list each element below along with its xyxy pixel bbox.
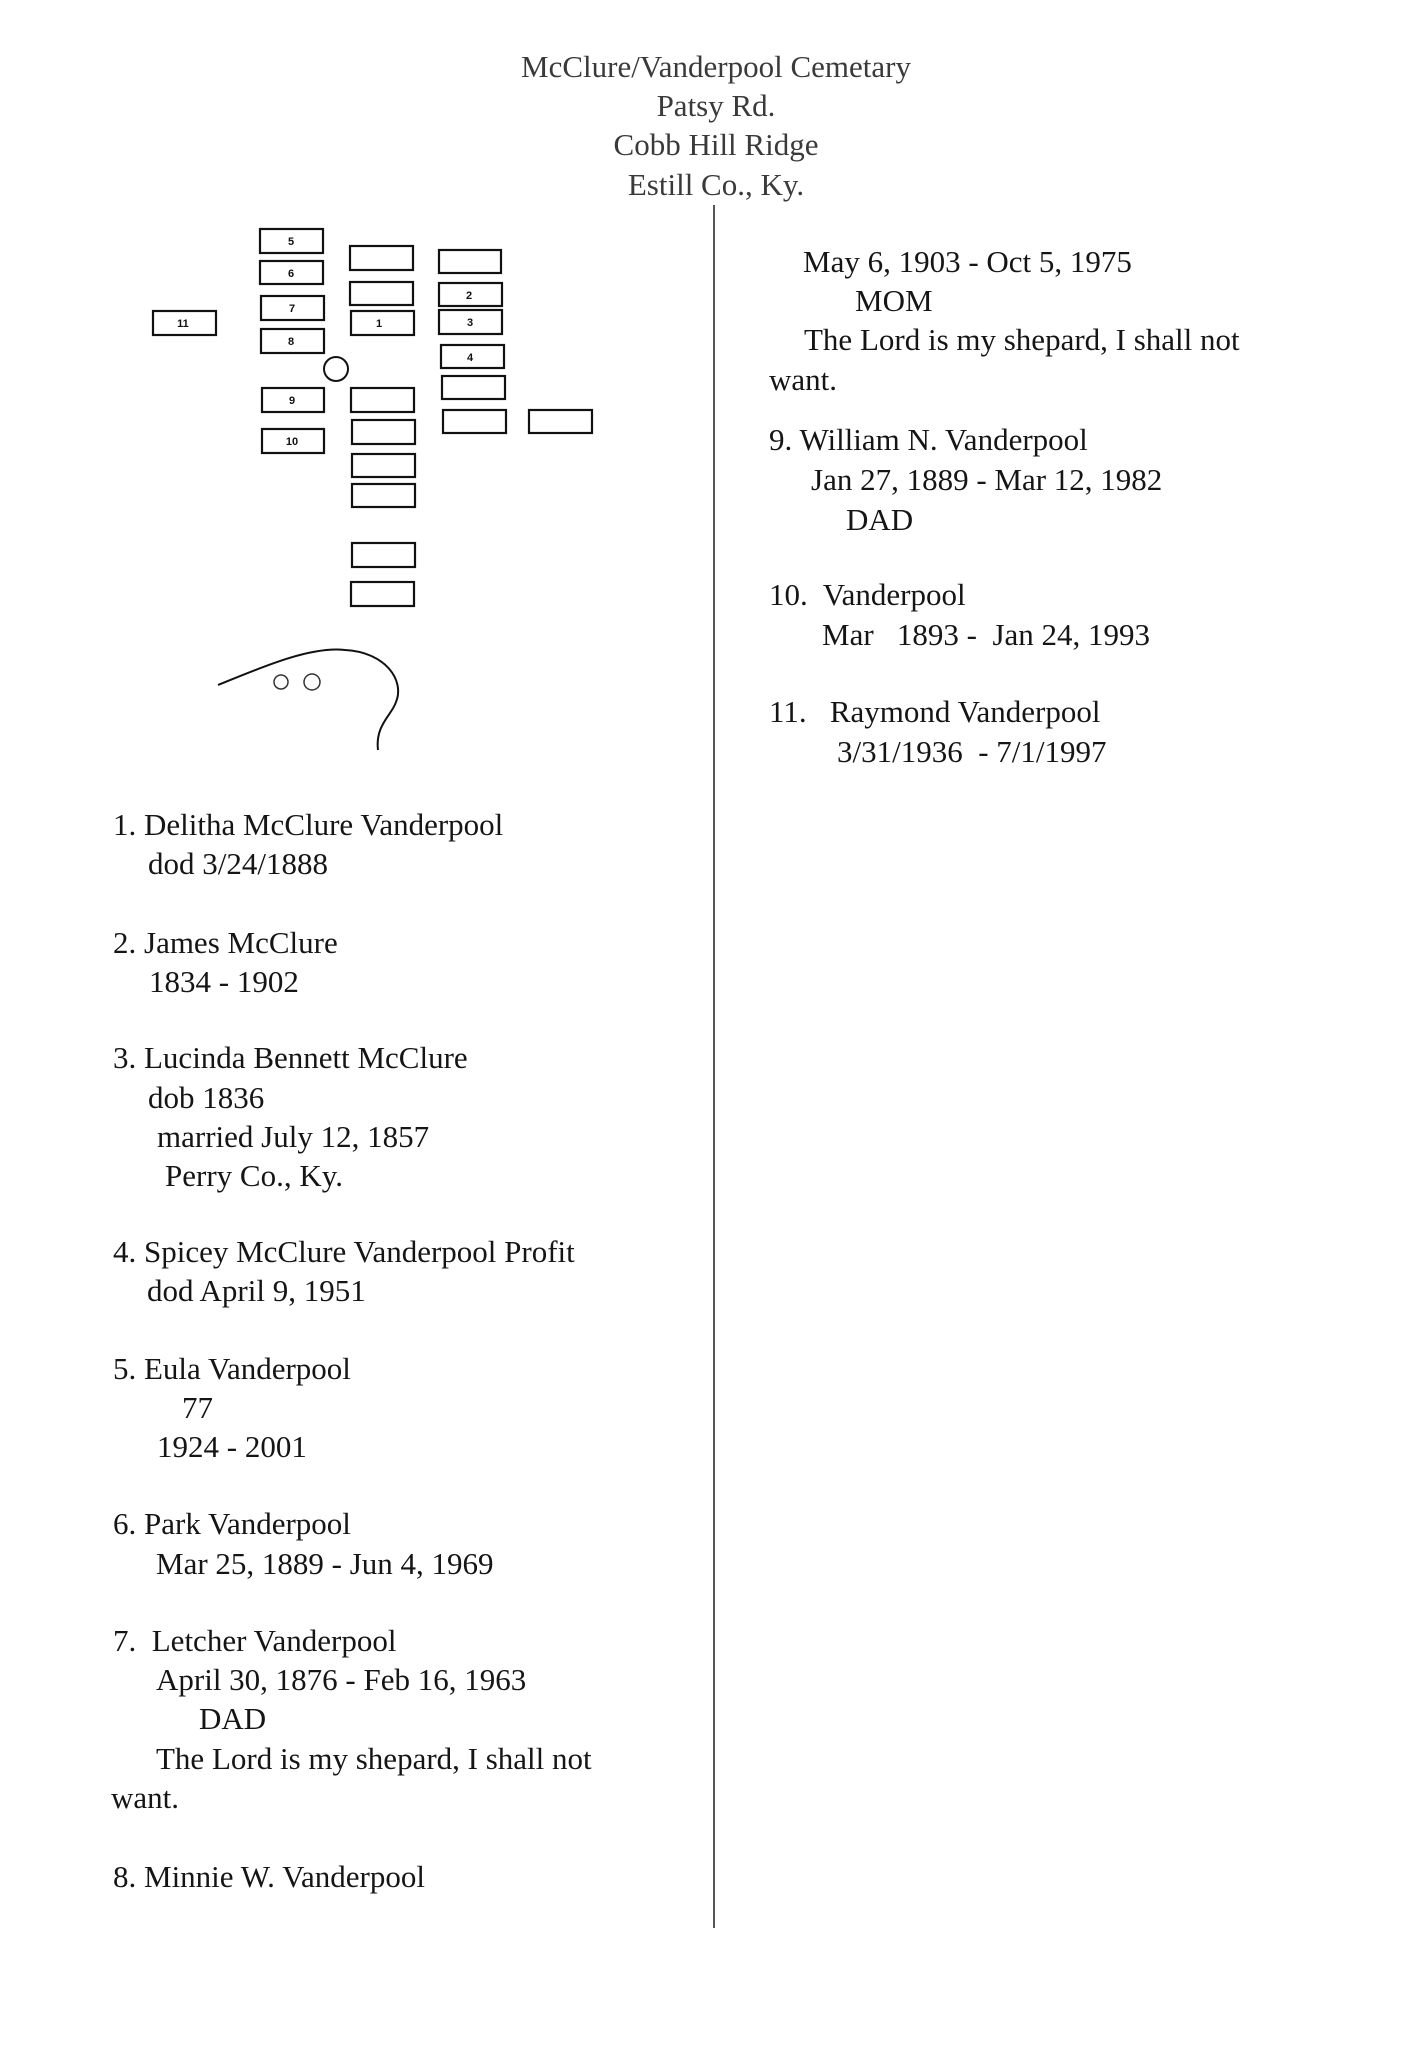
plot-unlabeled bbox=[527, 408, 594, 435]
entry-8-epithet: MOM bbox=[855, 283, 933, 318]
grave-plot-box bbox=[348, 244, 415, 272]
entry-5-date: 1924 - 2001 bbox=[157, 1429, 307, 1464]
plot-unlabeled bbox=[440, 374, 507, 401]
entry-11-date: 3/31/1936 - 7/1/1997 bbox=[837, 734, 1107, 769]
entry-9-date: Jan 27, 1889 - Mar 12, 1982 bbox=[811, 462, 1163, 497]
grave-plot-box bbox=[349, 309, 416, 337]
plot-number-label: 6 bbox=[288, 268, 294, 280]
grave-plot-box bbox=[350, 452, 417, 479]
entry-10-name: 10. Vanderpool bbox=[769, 577, 966, 612]
plot-9: 9 bbox=[260, 386, 326, 414]
county-name: Estill Co., Ky. bbox=[627, 167, 805, 202]
plot-3: 3 bbox=[437, 308, 504, 336]
entry-5-age: 77 bbox=[182, 1390, 213, 1425]
plot-number-label: 4 bbox=[467, 352, 474, 364]
plot-7: 7 bbox=[259, 294, 326, 322]
entry-7-verse-end: want. bbox=[111, 1780, 180, 1815]
entry-7-epithet: DAD bbox=[199, 1701, 267, 1736]
plot-unlabeled bbox=[350, 541, 417, 569]
entry-7-date: April 30, 1876 - Feb 16, 1963 bbox=[156, 1662, 527, 1697]
grave-plot-box bbox=[437, 248, 503, 275]
plot-6: 6 bbox=[258, 259, 325, 286]
plot-unlabeled bbox=[349, 580, 416, 608]
entry-8-verse: The Lord is my shepard, I shall not bbox=[804, 322, 1240, 357]
plot-unlabeled bbox=[350, 418, 417, 446]
grave-plot-box bbox=[350, 482, 417, 509]
small-marker bbox=[303, 673, 321, 691]
grave-plot-box bbox=[259, 294, 326, 322]
plot-unlabeled bbox=[350, 452, 417, 479]
plot-4: 4 bbox=[439, 343, 506, 370]
entry-3-name: 3. Lucinda Bennett McClure bbox=[113, 1040, 468, 1075]
column-divider bbox=[713, 205, 715, 1928]
grave-plot-box bbox=[437, 308, 504, 336]
ridge-name: Cobb Hill Ridge bbox=[613, 127, 819, 162]
entry-10-date: Mar 1893 - Jan 24, 1993 bbox=[822, 617, 1151, 652]
grave-plot-box bbox=[350, 541, 417, 569]
entry-6-date: Mar 25, 1889 - Jun 4, 1969 bbox=[156, 1546, 494, 1581]
plot-number-label: 2 bbox=[466, 290, 472, 302]
plot-number-label: 10 bbox=[286, 436, 298, 448]
grave-plot-box bbox=[437, 281, 504, 308]
entry-9-epithet: DAD bbox=[846, 502, 914, 537]
tree-marker bbox=[323, 356, 349, 382]
grave-plot-box bbox=[260, 427, 326, 455]
grave-plot-box bbox=[151, 309, 218, 337]
plot-8: 8 bbox=[259, 327, 326, 355]
plot-number-label: 11 bbox=[177, 318, 189, 330]
grave-plot-box bbox=[527, 408, 594, 435]
plot-unlabeled bbox=[348, 280, 415, 307]
entry-2-date: 1834 - 1902 bbox=[149, 964, 299, 999]
grave-plot-box bbox=[258, 259, 325, 286]
grave-plot-box bbox=[258, 227, 325, 255]
plot-unlabeled bbox=[437, 248, 503, 275]
grave-plot-box bbox=[349, 580, 416, 608]
entry-8-name: 8. Minnie W. Vanderpool bbox=[113, 1859, 425, 1894]
entry-2-name: 2. James McClure bbox=[113, 925, 338, 960]
plot-number-label: 9 bbox=[289, 395, 295, 407]
entry-11-name: 11. Raymond Vanderpool bbox=[769, 694, 1101, 729]
plot-number-label: 1 bbox=[376, 318, 382, 330]
grave-plot-box bbox=[350, 418, 417, 446]
plot-number-label: 8 bbox=[288, 336, 294, 348]
grave-plot-box bbox=[349, 386, 416, 414]
entry-9-name: 9. William N. Vanderpool bbox=[769, 422, 1088, 457]
plot-unlabeled bbox=[349, 386, 416, 414]
grave-plot-box bbox=[441, 408, 508, 435]
grave-plot-box bbox=[348, 280, 415, 307]
plot-number-label: 3 bbox=[467, 317, 473, 329]
road-curve bbox=[217, 648, 399, 751]
plot-11: 11 bbox=[151, 309, 218, 337]
grave-plot-box bbox=[260, 386, 326, 414]
entry-1-date: dod 3/24/1888 bbox=[148, 846, 328, 881]
road-name: Patsy Rd. bbox=[656, 88, 776, 123]
entry-1-name: 1. Delitha McClure Vanderpool bbox=[113, 807, 504, 842]
cemetery-plot-map: 5 6 7 8 9 10 11 1 2 3 4 bbox=[151, 227, 594, 751]
grave-plot-box bbox=[440, 374, 507, 401]
entry-3-married: married July 12, 1857 bbox=[157, 1119, 430, 1154]
entry-7-verse: The Lord is my shepard, I shall not bbox=[156, 1741, 592, 1776]
plot-number-label: 5 bbox=[288, 236, 294, 248]
plot-10: 10 bbox=[260, 427, 326, 455]
entry-7-name: 7. Letcher Vanderpool bbox=[113, 1623, 397, 1658]
entry-4-date: dod April 9, 1951 bbox=[147, 1273, 366, 1308]
plot-5: 5 bbox=[258, 227, 325, 255]
plot-1: 1 bbox=[349, 309, 416, 337]
entry-6-name: 6. Park Vanderpool bbox=[113, 1506, 351, 1541]
entry-8-date: May 6, 1903 - Oct 5, 1975 bbox=[803, 244, 1132, 279]
grave-plot-box bbox=[259, 327, 326, 355]
grave-plot-box bbox=[439, 343, 506, 370]
plot-number-label: 7 bbox=[289, 303, 295, 315]
entry-5-name: 5. Eula Vanderpool bbox=[113, 1351, 351, 1386]
entry-3-place: Perry Co., Ky. bbox=[165, 1158, 343, 1193]
plot-2: 2 bbox=[437, 281, 504, 308]
cemetery-title: McClure/Vanderpool Cemetary bbox=[521, 49, 911, 84]
entry-3-dob: dob 1836 bbox=[148, 1080, 265, 1115]
small-marker bbox=[273, 674, 289, 690]
plot-unlabeled bbox=[441, 408, 508, 435]
entry-4-name: 4. Spicey McClure Vanderpool Profit bbox=[113, 1234, 575, 1269]
entry-8-verse-end: want. bbox=[769, 362, 838, 397]
plot-unlabeled bbox=[350, 482, 417, 509]
plot-unlabeled bbox=[348, 244, 415, 272]
